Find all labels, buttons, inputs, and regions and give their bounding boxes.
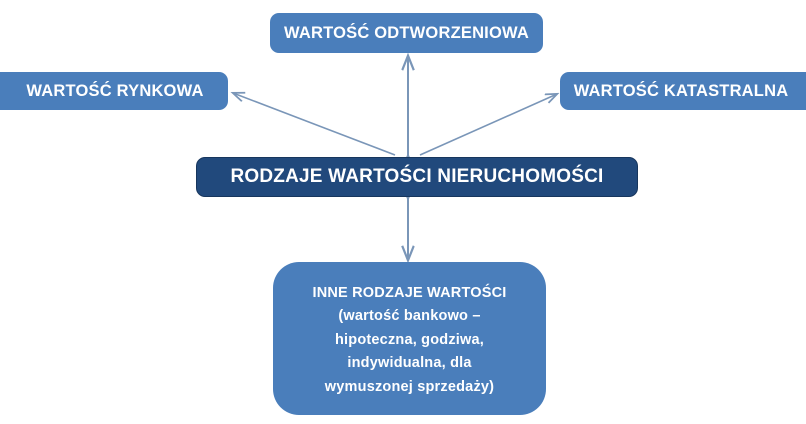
node-label: RODZAJE WARTOŚCI NIERUCHOMOŚCI bbox=[230, 166, 604, 187]
node-label: WARTOŚĆ KATASTRALNA bbox=[573, 81, 789, 100]
node-label-line-4: indywidualna, dla bbox=[347, 355, 472, 372]
node-label-line-5: wymuszonej sprzedaży) bbox=[324, 378, 495, 395]
node-wartosc-rynkowa[interactable]: WARTOŚĆ RYNKOWA bbox=[0, 72, 228, 110]
node-rodzaje-wartosci-nieruchomosci[interactable]: RODZAJE WARTOŚCI NIERUCHOMOŚCI bbox=[196, 157, 638, 197]
node-label-line-2: (wartość bankowo – bbox=[338, 308, 481, 325]
node-label-line-1: INNE RODZAJE WARTOŚCI bbox=[312, 284, 507, 301]
connector-center-to-left bbox=[233, 93, 396, 156]
node-wartosc-odtworzeniowa[interactable]: WARTOŚĆ ODTWORZENIOWA bbox=[270, 13, 543, 53]
node-label: WARTOŚĆ ODTWORZENIOWA bbox=[284, 23, 529, 42]
node-inne-rodzaje-wartosci[interactable]: INNE RODZAJE WARTOŚCI (wartość bankowo –… bbox=[273, 262, 546, 415]
node-wartosc-katastralna[interactable]: WARTOŚĆ KATASTRALNA bbox=[560, 72, 806, 110]
connector-center-to-right bbox=[419, 94, 557, 156]
node-label: WARTOŚĆ RYNKOWA bbox=[26, 81, 204, 100]
node-label-line-3: hipoteczna, godziwa, bbox=[334, 331, 484, 348]
